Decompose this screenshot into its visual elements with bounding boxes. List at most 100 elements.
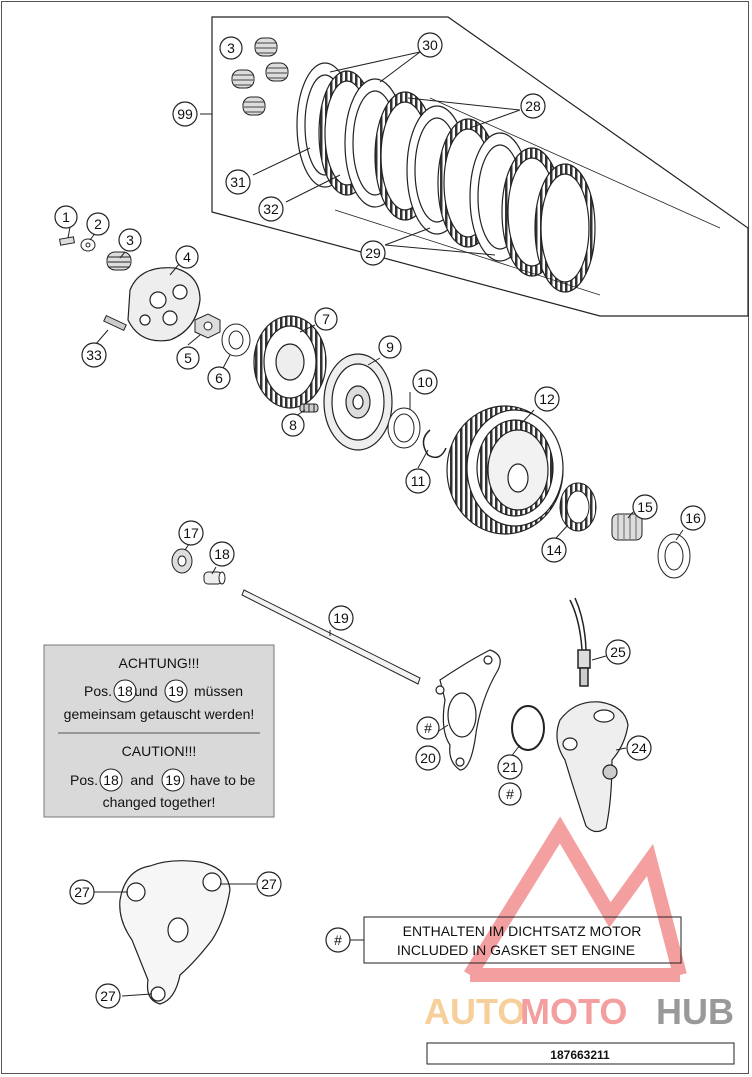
warning-ref18-en-circle bbox=[99, 768, 123, 792]
washer-2 bbox=[80, 238, 96, 252]
watermark-moto: MOTO bbox=[520, 991, 627, 1032]
callout-4: 4 bbox=[183, 249, 191, 265]
callout-27a: 27 bbox=[74, 884, 90, 900]
warning-und: und bbox=[134, 683, 157, 699]
callout-2-circle bbox=[86, 212, 110, 236]
legend-line-de: ENTHALTEN IM DICHTSATZ MOTOR bbox=[403, 923, 642, 939]
callout-labels: 3 99 30 28 31 32 29 1 2 3 4 33 5 6 7 8 9… bbox=[62, 37, 701, 1004]
spring-2 bbox=[231, 69, 255, 89]
callout-27c: 27 bbox=[100, 988, 116, 1004]
callout-27b: 27 bbox=[261, 876, 277, 892]
part-number: 187663211 bbox=[550, 1048, 610, 1062]
callout-9: 9 bbox=[386, 339, 394, 355]
callout-99: 99 bbox=[177, 106, 193, 122]
callout-7: 7 bbox=[322, 311, 330, 327]
warning-ref18-de-circle bbox=[113, 679, 137, 703]
callout-19-circle bbox=[328, 605, 354, 631]
callout-hash20-circle bbox=[416, 716, 440, 740]
callout-2: 2 bbox=[94, 216, 102, 232]
callout-9-circle bbox=[378, 335, 402, 359]
legend-line-en: INCLUDED IN GASKET SET ENGINE bbox=[397, 942, 635, 958]
callout-99-circle bbox=[172, 101, 198, 127]
engine-cover-27 bbox=[119, 860, 231, 1005]
hydraulic-line-25 bbox=[569, 597, 591, 687]
callout-5-circle bbox=[176, 346, 200, 370]
callout-29: 29 bbox=[365, 245, 381, 261]
callouts bbox=[54, 32, 706, 1009]
callout-17: 17 bbox=[183, 525, 199, 541]
seal-17 bbox=[171, 548, 193, 574]
circlip-11 bbox=[422, 429, 447, 459]
callout-30: 30 bbox=[422, 37, 438, 53]
callout-1-circle bbox=[54, 205, 78, 229]
warning-ref18-en: 18 bbox=[103, 772, 119, 788]
callout-8-circle bbox=[281, 413, 305, 437]
o-ring-21 bbox=[511, 705, 545, 751]
spring-4 bbox=[242, 96, 266, 116]
callout-hash21: # bbox=[506, 786, 514, 802]
warning-title-en: CAUTION!!! bbox=[122, 743, 197, 759]
callout-19: 19 bbox=[333, 610, 349, 626]
callout-32: 32 bbox=[263, 201, 279, 217]
callout-33: 33 bbox=[86, 347, 102, 363]
warning-have: have to be bbox=[190, 772, 256, 788]
callout-18: 18 bbox=[214, 546, 230, 562]
watermark-hub: HUB bbox=[656, 991, 734, 1032]
clutch-springs-group bbox=[231, 37, 289, 116]
pressure-cap-4 bbox=[127, 267, 201, 342]
spring-8 bbox=[299, 403, 319, 413]
callout-29-circle bbox=[360, 240, 386, 266]
bushing-18 bbox=[203, 571, 226, 585]
warning-box: ACHTUNG!!! Pos. 18 und 19 müssen gemeins… bbox=[43, 644, 275, 818]
callout-30-circle bbox=[417, 32, 443, 58]
watermark-logo bbox=[464, 816, 687, 982]
callout-10: 10 bbox=[417, 374, 433, 390]
callout-27b-circle bbox=[256, 871, 282, 897]
callout-1: 1 bbox=[62, 209, 70, 225]
inner-hub-7 bbox=[253, 315, 327, 409]
warning-pos-en: Pos. bbox=[70, 772, 98, 788]
legend-box bbox=[363, 916, 682, 964]
slave-cylinder-24 bbox=[556, 701, 629, 833]
warning-line2-de: gemeinsam getauscht werden! bbox=[64, 706, 255, 722]
gasket-legend: ENTHALTEN IM DICHTSATZ MOTOR INCLUDED IN… bbox=[350, 916, 682, 964]
callout-20: 20 bbox=[420, 750, 436, 766]
gasket-20 bbox=[435, 649, 501, 771]
bolt-33 bbox=[103, 314, 127, 332]
callout-31: 31 bbox=[230, 174, 246, 190]
warning-box-bg bbox=[43, 644, 275, 818]
callout-6-circle bbox=[207, 366, 231, 390]
callout-28-circle bbox=[520, 93, 546, 119]
callout-24-circle bbox=[626, 735, 652, 761]
callout-27a-circle bbox=[69, 879, 95, 905]
callout-3b: 3 bbox=[126, 232, 134, 248]
pressure-plate-9 bbox=[323, 353, 393, 451]
callout-31-circle bbox=[225, 169, 251, 195]
callout-11-circle bbox=[405, 468, 431, 494]
warning-muessen: müssen bbox=[194, 683, 243, 699]
clutch-basket-12 bbox=[446, 405, 564, 535]
callout-7-circle bbox=[314, 307, 338, 331]
warning-line2-en: changed together! bbox=[103, 794, 216, 810]
callout-28: 28 bbox=[525, 98, 541, 114]
callout-3a-circle bbox=[219, 36, 243, 60]
callout-8: 8 bbox=[289, 417, 297, 433]
callout-21-circle bbox=[497, 754, 523, 780]
clutch-pack-outline bbox=[211, 16, 749, 317]
warning-title-de: ACHTUNG!!! bbox=[119, 655, 200, 671]
gear-14 bbox=[559, 482, 597, 532]
callout-15: 15 bbox=[637, 499, 653, 515]
warning-ref19-en-circle bbox=[161, 768, 185, 792]
warning-and: and bbox=[130, 772, 153, 788]
callout-24: 24 bbox=[631, 740, 647, 756]
callout-14-circle bbox=[541, 537, 567, 563]
callout-hash20: # bbox=[424, 720, 432, 736]
part-number-box: 187663211 bbox=[426, 1042, 735, 1065]
callout-hash-legend: # bbox=[334, 932, 342, 948]
washer-6 bbox=[221, 323, 251, 357]
disc-leaders bbox=[252, 51, 721, 296]
watermark: AUTO MOTO HUB bbox=[424, 816, 734, 1032]
callout-11: 11 bbox=[411, 473, 426, 489]
